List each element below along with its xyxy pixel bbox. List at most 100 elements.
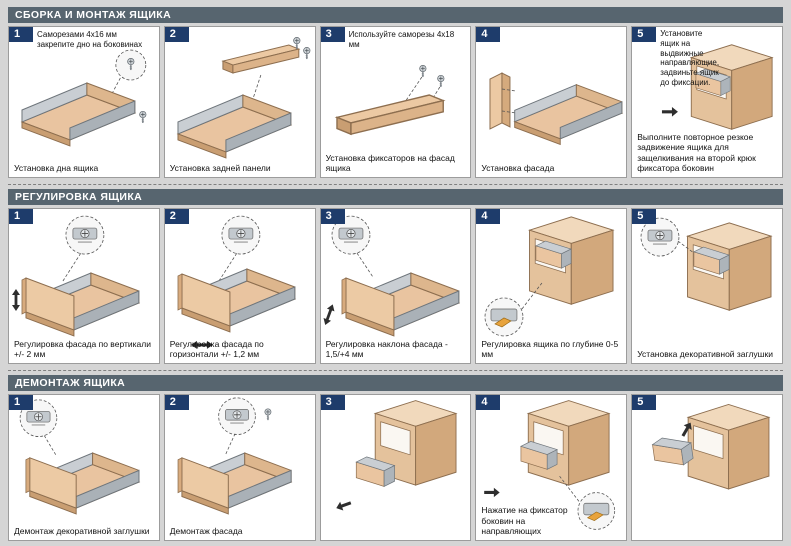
fixator-install-illustration (335, 64, 445, 135)
drawer-graphic (178, 453, 291, 514)
adjustment-step-3-panel: 3 Регулировка наклона фасада - 1,5/+4 мм (319, 208, 472, 364)
assembly-step-2-panel: 2 Установка задней панели (163, 26, 316, 178)
facade-install-illustration (489, 72, 623, 145)
assembly-step-3-panel: 3 Используйте саморезы 4x18 мм Установка… (319, 26, 472, 178)
zoom-detail-icon (221, 215, 261, 255)
disassembly-step-5-panel: 5 (631, 394, 783, 541)
assembly-step-5-panel: 5 Установите ящик на выдвижные направляю… (631, 26, 783, 178)
facade-removal-illustration (165, 397, 315, 540)
step-number-badge: 1 (9, 209, 33, 224)
step-caption: Нажатие на фиксатор боковин на направляю… (481, 505, 568, 536)
pull-arrow-icon (334, 498, 352, 513)
step-caption: Регулировка фасада по вертикали +/- 2 мм (14, 338, 151, 359)
bottom-install-illustration (21, 27, 147, 147)
screw-icon (436, 74, 445, 88)
section-adjustment: РЕГУЛИРОВКА ЯЩИКА 1 Регулировка фасада п… (8, 189, 783, 364)
disassembly-step-2-panel: 2 Демонтаж фасада (163, 394, 316, 541)
step-number-badge: 4 (476, 209, 501, 224)
screw-icon (138, 110, 147, 124)
press-arrow-icon (484, 487, 501, 498)
step-caption: Установка фиксаторов на фасад ящика (325, 152, 455, 173)
disassembly-step-4-panel: 4 Нажатие на фиксатор боковин на направл… (475, 394, 628, 541)
drawer-graphic (342, 273, 459, 336)
step-number-badge: 2 (164, 395, 189, 410)
disassembly-step-1-panel: 1 Демонтаж декоративной заглушки (8, 394, 160, 541)
step-number-badge: 5 (632, 395, 657, 410)
adjustment-step-2-panel: 2 Регулировка фасада по горизонтали +/- … (163, 208, 316, 364)
assembly-step-1-panel: 1 Саморезами 4x16 мм закрепите дно на бо… (8, 26, 160, 178)
section-divider (8, 370, 783, 371)
facade-panel-graphic (335, 94, 444, 135)
step-caption: Регулировка наклона фасада - 1,5/+4 мм (325, 338, 448, 359)
section-disassembly-title: ДЕМОНТАЖ ЯЩИКА (8, 375, 783, 391)
step-caption: Установка задней панели (169, 162, 271, 173)
screw-icon (302, 46, 311, 60)
drawer-graphic (651, 433, 695, 470)
disassembly-steps-row: 1 Демонтаж декоративной заглушки 2 Демон… (8, 394, 783, 541)
adjustment-step-4-panel: 4 Регулировка ящика по глубине 0-5 мм (475, 208, 628, 364)
step-number-badge: 2 (164, 209, 189, 224)
screw-icon (263, 408, 272, 421)
step-caption: Выполните повторное резкое задвижение ящ… (637, 132, 756, 173)
section-divider (8, 184, 783, 185)
back-panel-graphic (222, 44, 300, 74)
step-number-badge: 5 (632, 209, 657, 224)
cabinet-graphic (528, 400, 610, 486)
step-number-badge: 3 (320, 27, 345, 42)
step-number-badge: 3 (320, 395, 345, 410)
drawer-graphic (177, 94, 292, 159)
disassembly-step-3-panel: 3 (319, 394, 472, 541)
step-caption: Установка декоративной заглушки (637, 348, 773, 359)
adjustment-step-1-panel: 1 Регулировка фасада по вертикали +/- 2 … (8, 208, 160, 364)
drawer-graphic (22, 273, 139, 336)
step-number-badge: 1 (9, 27, 33, 42)
assembly-step-4-panel: 4 Установка фасада (475, 26, 628, 178)
vertical-adjust-illustration (11, 215, 159, 363)
adjustment-steps-row: 1 Регулировка фасада по вертикали +/- 2 … (8, 208, 783, 364)
vertical-arrow-icon (11, 288, 20, 311)
drawer-liftoff-illustration (651, 404, 770, 490)
depth-adjust-illustration (484, 216, 614, 337)
step-note: Используйте саморезы 4x18 мм (348, 30, 455, 49)
step-number-badge: 5 (632, 27, 657, 42)
step-caption: Регулировка ящика по глубине 0-5 мм (481, 338, 619, 359)
cabinet-graphic (687, 404, 770, 490)
latch-press-illustration (484, 400, 616, 530)
step-number-badge: 4 (476, 395, 501, 410)
drawer-graphic (21, 82, 136, 147)
horizontal-adjust-illustration (165, 215, 315, 349)
back-panel-illustration (177, 36, 311, 159)
step-note: Саморезами 4x16 мм закрепите дно на боко… (37, 30, 143, 49)
zoom-detail-icon (217, 397, 256, 436)
step-number-badge: 1 (9, 395, 33, 410)
step-number-badge: 4 (476, 27, 501, 42)
section-disassembly: ДЕМОНТАЖ ЯЩИКА 1 Демонтаж декоративной з… (8, 375, 783, 541)
step-caption: Демонтаж декоративной заглушки (14, 525, 150, 536)
drawer-graphic (514, 84, 623, 145)
zoom-clip-icon (484, 297, 524, 337)
assembly-steps-row: 1 Саморезами 4x16 мм закрепите дно на бо… (8, 26, 783, 178)
zoom-detail-icon (65, 215, 105, 255)
drawer-graphic (178, 269, 295, 332)
zoom-screw-icon (116, 50, 146, 80)
step-number-badge: 2 (164, 27, 189, 42)
step-caption: Регулировка фасада по горизонтали +/- 1,… (169, 338, 264, 359)
plug-install-illustration (640, 217, 772, 311)
drawer-graphic (26, 453, 139, 514)
screw-icon (418, 64, 427, 78)
tilt-arrow-icon (321, 302, 337, 327)
section-adjustment-title: РЕГУЛИРОВКА ЯЩИКА (8, 189, 783, 205)
adjustment-step-5-panel: 5 Установка декоративной заглушки (631, 208, 783, 364)
drawer-pullout-illustration (334, 400, 457, 513)
step-number-badge: 3 (320, 209, 345, 224)
plug-removal-illustration (19, 399, 159, 540)
section-assembly-title: СБОРКА И МОНТАЖ ЯЩИКА (8, 7, 783, 23)
step-caption: Установка дна ящика (14, 162, 99, 173)
step-note: Установите ящик на выдвижные направляющи… (660, 29, 720, 87)
step-caption: Установка фасада (481, 162, 555, 173)
zoom-clip-icon (577, 492, 616, 530)
push-arrow-icon (662, 106, 679, 117)
facade-panel-graphic (489, 72, 511, 130)
step-caption: Демонтаж фасада (169, 525, 243, 536)
